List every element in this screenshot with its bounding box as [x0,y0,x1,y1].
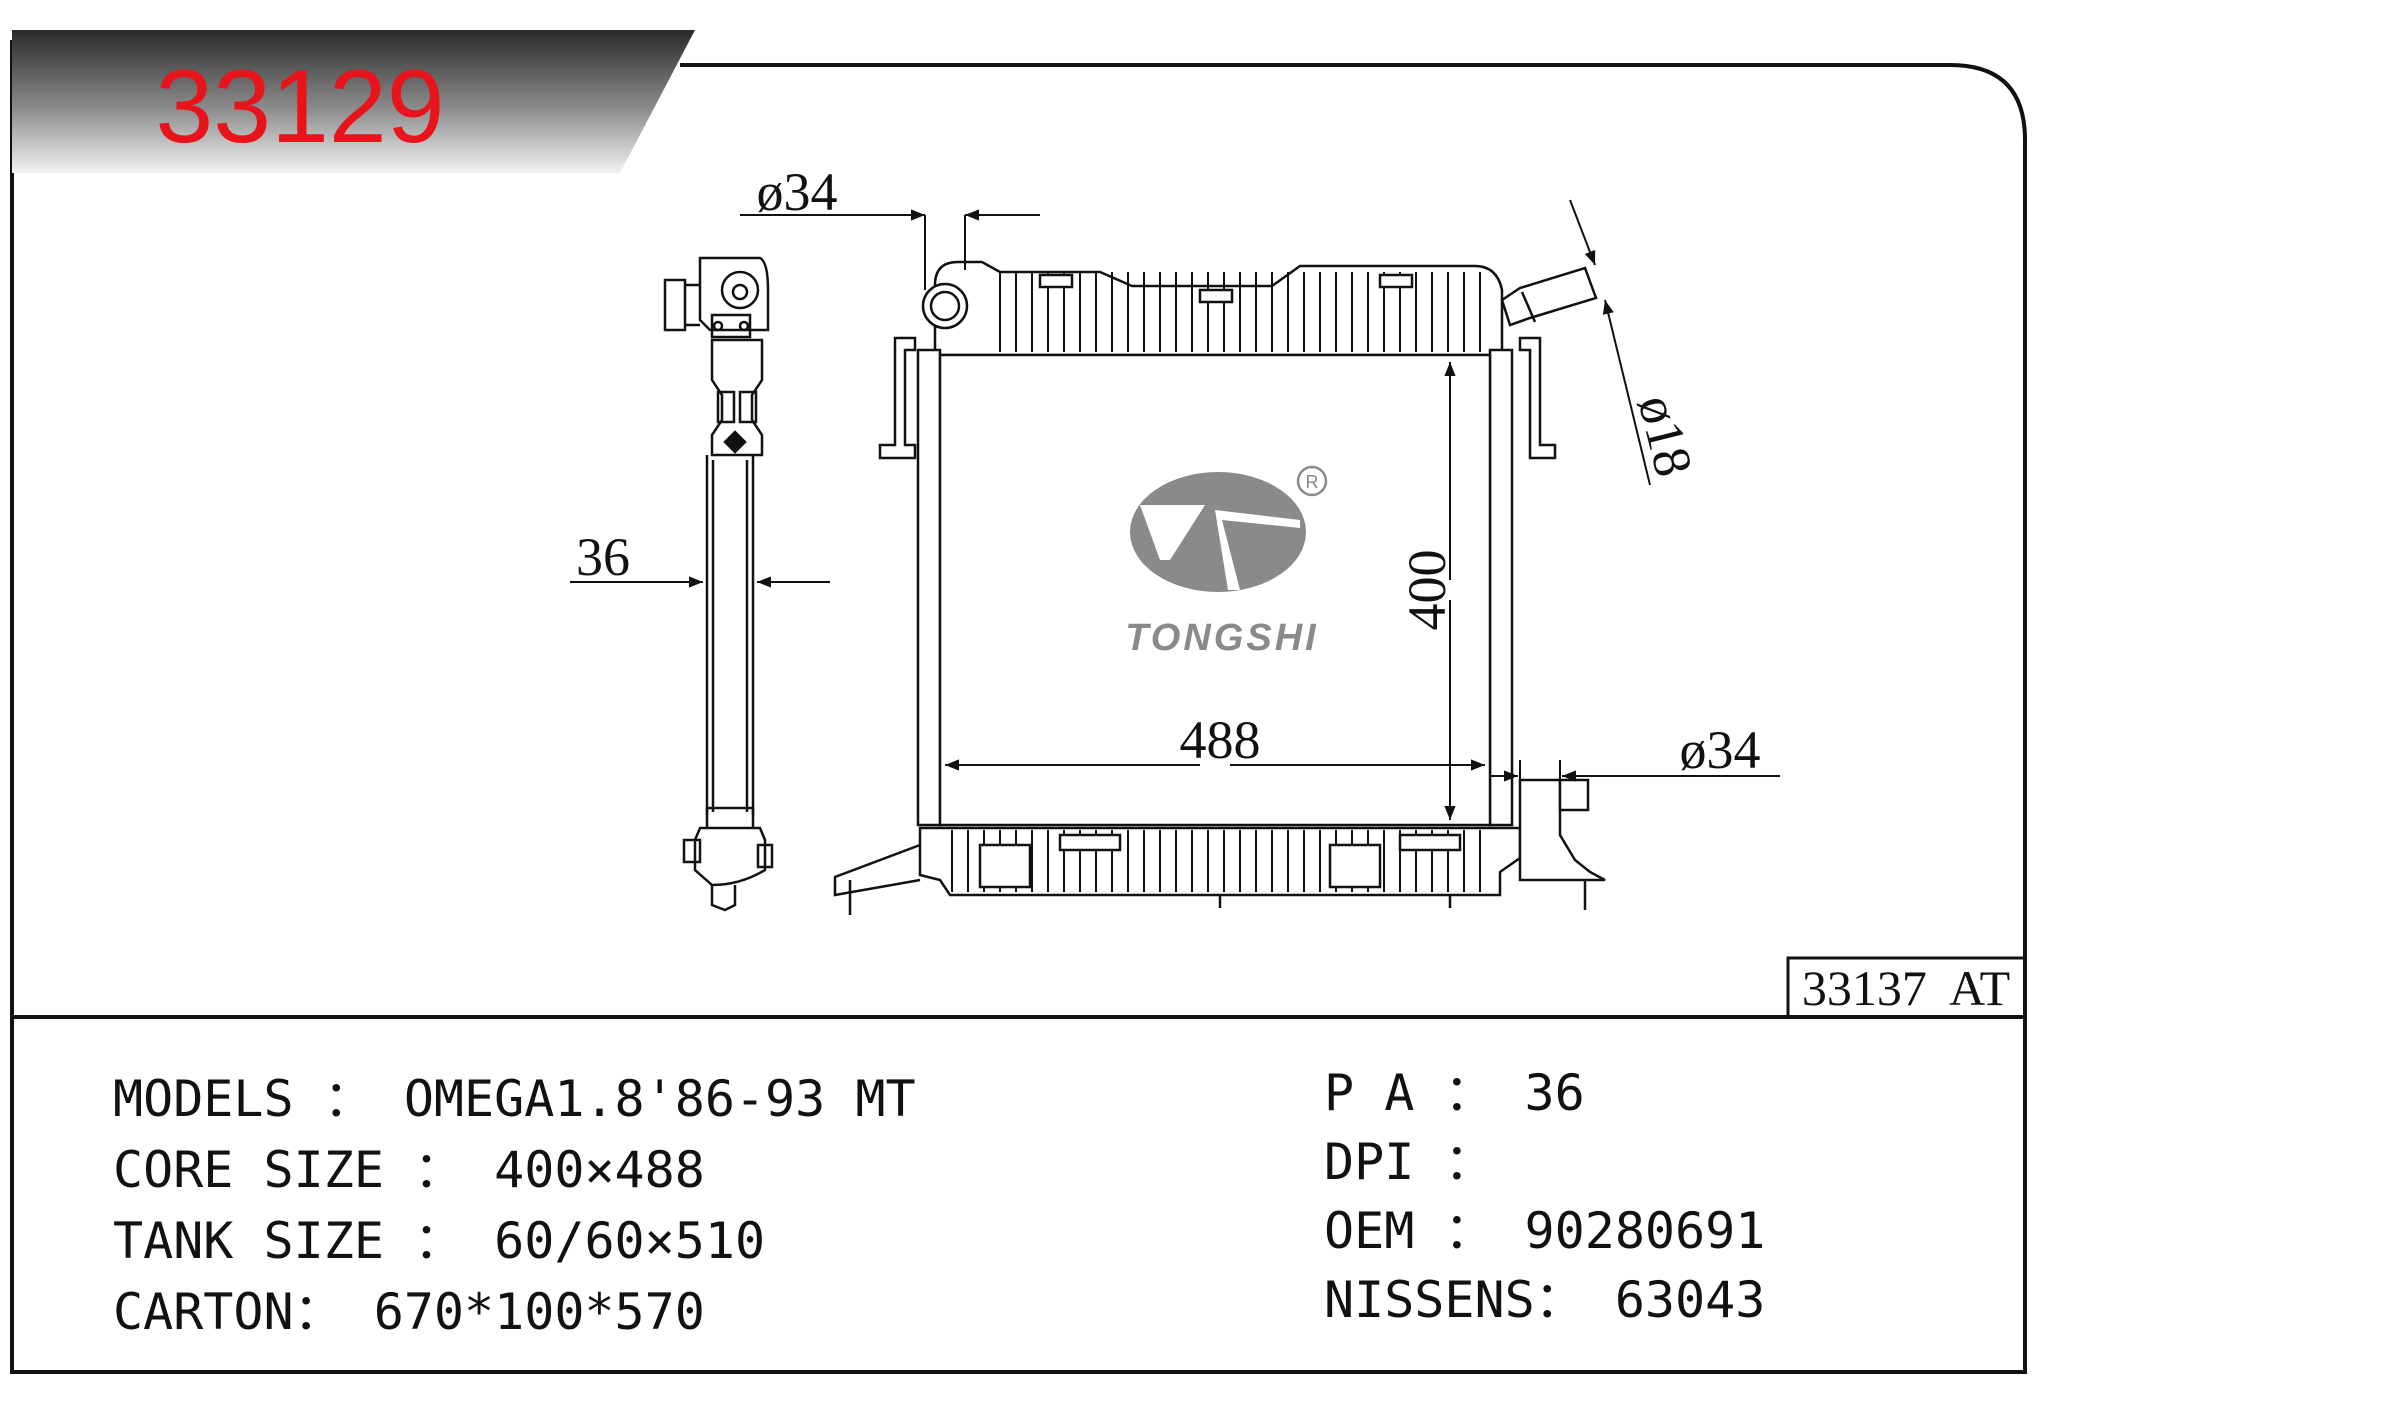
spec-nissens-label: NISSENS： [1324,1271,1615,1329]
spec-carton-value: 670*100*570 [373,1283,705,1341]
radiator-side-view [663,256,774,912]
spec-models: MODELS ： OMEGA1.8'86-93 MT [113,1074,916,1124]
spec-tank-size: TANK SIZE ： 60/60×510 [113,1216,765,1266]
outlet-diameter-dimension: ø34 [1490,720,1780,782]
outlet-diameter-label: ø34 [1680,720,1761,780]
radiator-front-view [833,260,1606,915]
core-width-dimension: 488 [945,710,1485,771]
spec-models-value: OMEGA1.8'86-93 MT [403,1070,916,1128]
spec-dpi-label: DPI ： [1324,1133,1525,1191]
spec-nissens: NISSENS： 63043 [1324,1275,1765,1325]
registered-mark [1296,465,1328,497]
inlet-diameter-label: ø34 [757,162,838,222]
spec-core-size-label: CORE SIZE ： [113,1141,495,1199]
inlet-diameter-dimension: ø34 [740,162,1040,290]
spec-tank-size-value: 60/60×510 [494,1212,766,1270]
core-width-label: 488 [1180,710,1261,770]
spec-models-label: MODELS ： [113,1070,404,1128]
spec-pa-label: P A ： [1324,1064,1525,1122]
logo-emblem [1130,472,1306,592]
spec-dpi: DPI ： [1324,1137,1525,1187]
spec-tank-size-label: TANK SIZE ： [113,1212,495,1270]
sheet-frame [10,40,2027,1374]
variant-box: 33137 AT [1786,956,2025,1017]
spec-core-size: CORE SIZE ： 400×488 [113,1145,705,1195]
spec-core-size-value: 400×488 [494,1141,705,1199]
filler-diameter-dimension: ø18 [1569,199,1705,486]
registered-mark-letter: R [1306,472,1319,492]
thickness-label: 36 [576,527,630,587]
core-height-dimension: 400 [1397,362,1457,820]
spec-pa-value: 36 [1524,1064,1585,1122]
part-number-banner: 33129 [12,30,695,173]
spec-pa: P A ： 36 [1324,1068,1585,1118]
spec-oem-value: 90280691 [1524,1202,1766,1260]
tongshi-logo: R TONGSHI [1125,465,1328,659]
core-height-label: 400 [1397,550,1457,631]
spec-oem: OEM ： 90280691 [1324,1206,1765,1256]
spec-carton-label: CARTON： [113,1283,374,1341]
variant-label: 33137 AT [1802,960,2010,1016]
thickness-dimension: 36 [570,527,830,588]
spec-nissens-value: 63043 [1614,1271,1766,1329]
part-number: 33129 [155,49,444,165]
logo-wordmark: TONGSHI [1125,617,1318,659]
spec-carton: CARTON： 670*100*570 [113,1287,705,1337]
spec-oem-label: OEM ： [1324,1202,1525,1260]
filler-diameter-label: ø18 [1627,389,1705,482]
